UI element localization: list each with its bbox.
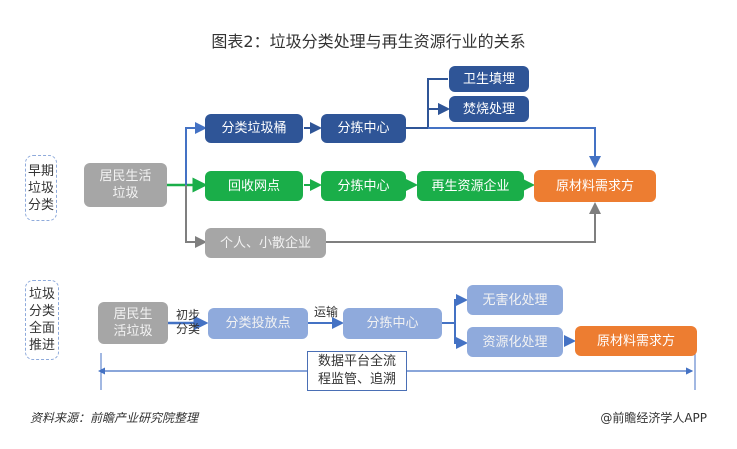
node-landfill: 卫生填埋 xyxy=(449,66,529,92)
connector-small-demand xyxy=(326,202,601,243)
node-sorting-center-full: 分拣中心 xyxy=(343,308,442,339)
node-drop-point: 分类投放点 xyxy=(208,308,308,339)
connector-branch-gray xyxy=(185,185,207,248)
stage-label-full: 垃圾 分类 全面 推进 xyxy=(25,280,59,360)
connector-center-demand xyxy=(428,127,601,168)
data-platform-box: 数据平台全流 程监管、追溯 xyxy=(307,351,407,391)
source-note: 资料来源：前瞻产业研究院整理 xyxy=(30,411,199,425)
stage-label-early: 早期 垃圾 分类 xyxy=(25,155,57,221)
node-recycling-enterprise: 再生资源企业 xyxy=(417,171,524,201)
node-sorting-center-green: 分拣中心 xyxy=(321,171,406,201)
label-transport: 运输 xyxy=(313,305,338,319)
node-individuals-small-firms: 个人、小散企业 xyxy=(205,228,326,258)
node-harmless-treatment: 无害化处理 xyxy=(467,285,563,315)
node-raw-material-demand-early: 原材料需求方 xyxy=(534,170,656,202)
label-initial-sorting: 初步 分类 xyxy=(175,308,200,336)
node-incineration: 焚烧处理 xyxy=(449,96,529,122)
node-household-waste-full: 居民生 活垃圾 xyxy=(98,302,168,344)
node-sorting-bin: 分类垃圾桶 xyxy=(205,114,303,143)
connector-center-outputs xyxy=(406,78,448,129)
node-raw-material-demand-full: 原材料需求方 xyxy=(575,326,697,356)
chart-title: 图表2：垃圾分类处理与再生资源行业的关系 xyxy=(211,32,526,51)
node-resource-treatment: 资源化处理 xyxy=(467,327,563,357)
node-household-waste-early: 居民生活 垃圾 xyxy=(84,163,167,207)
credit-note: @前瞻经济学人APP xyxy=(600,411,707,425)
connector-center-branches xyxy=(442,299,466,344)
node-sorting-center-navy: 分拣中心 xyxy=(321,114,406,143)
connector-branch-navy xyxy=(185,122,207,185)
node-recycling-point: 回收网点 xyxy=(205,171,303,201)
